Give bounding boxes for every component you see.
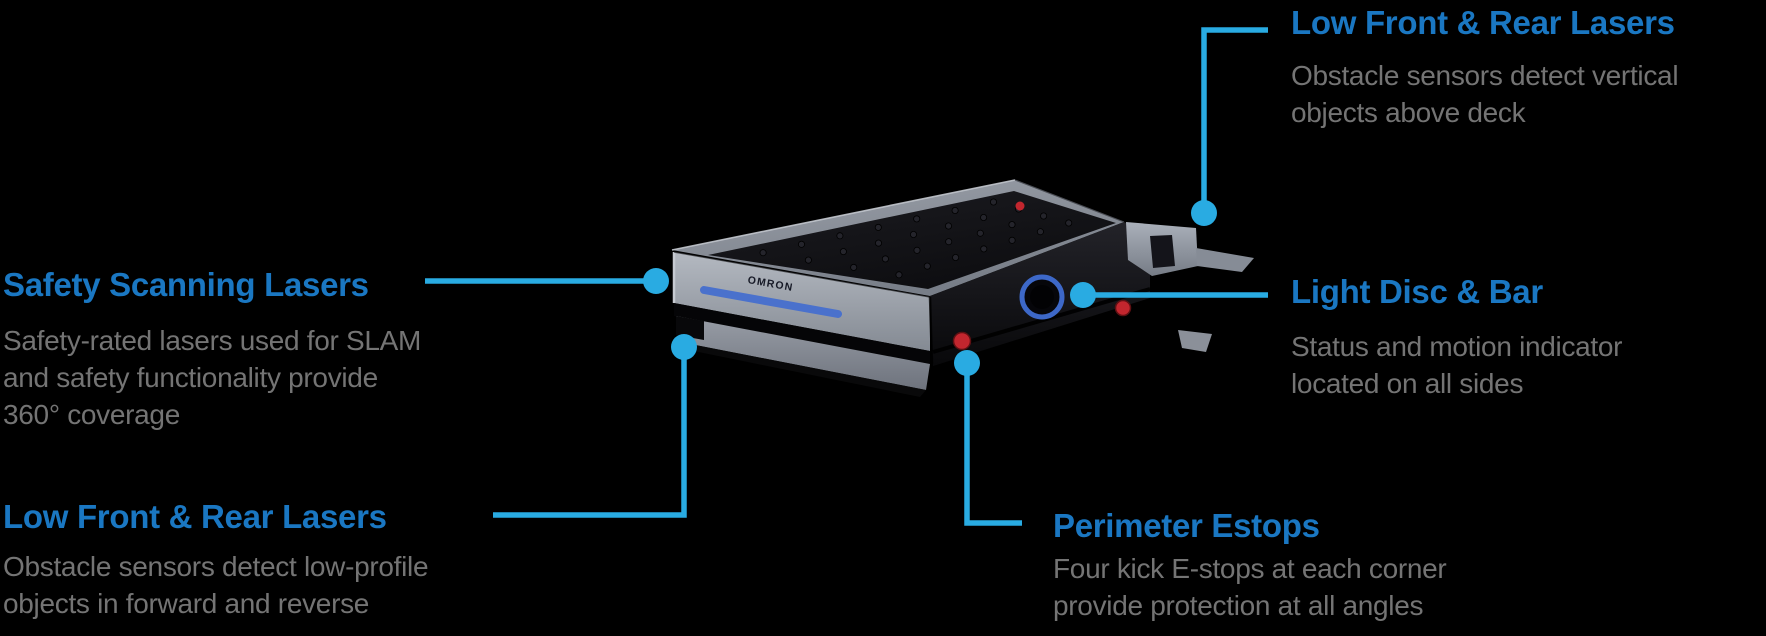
robot-front-panel [674, 252, 930, 351]
connector-low-front-rear-left-line [493, 347, 687, 518]
callout-description: Four kick E-stops at each corner provide… [1053, 552, 1447, 621]
rear-laser-slot [1150, 235, 1175, 268]
light-disc-center [1030, 285, 1054, 309]
connector-low-front-rear-right-dot [1191, 200, 1217, 226]
robot-skirt [676, 316, 930, 390]
connector-perimeter-estops-dot [954, 350, 980, 376]
deck-rear-edge [1014, 179, 1125, 223]
skirt-bottom-shadow [680, 342, 926, 397]
connector-low-front-rear-left-dot [671, 334, 697, 360]
connector-low-front-rear-right-line [1201, 27, 1268, 213]
callout-low-front-rear-lasers-left: Low Front & Rear Lasers Obstacle sensors… [3, 497, 473, 622]
callout-description: Obstacle sensors detect vertical objects… [1291, 59, 1679, 128]
kick-estop-side [1114, 299, 1132, 317]
connector-safety-scanning-dot [643, 268, 669, 294]
robot-render: OMRON [671, 179, 1254, 397]
callout-low-front-rear-lasers-right: Low Front & Rear Lasers Obstacle sensors… [1291, 3, 1763, 131]
callout-title: Low Front & Rear Lasers [1291, 4, 1675, 41]
connector-light-disc-dot [1070, 282, 1096, 308]
callout-title: Safety Scanning Lasers [3, 266, 369, 303]
callout-perimeter-estops: Perimeter Estops Four kick E-stops at ea… [1053, 506, 1553, 624]
kick-estop-rear [1015, 201, 1025, 211]
callout-connectors [425, 27, 1268, 526]
safety-laser-gap [674, 303, 930, 364]
front-light-bar [700, 286, 842, 318]
low-laser-notch [676, 316, 704, 340]
rear-fin [1196, 248, 1254, 272]
callout-light-disc-bar: Light Disc & Bar Status and motion indic… [1291, 272, 1763, 402]
deck-left-edge-highlight [671, 179, 1016, 251]
front-corner-seam [928, 296, 934, 365]
deck-hole-pattern [759, 198, 1073, 279]
callout-title: Low Front & Rear Lasers [3, 498, 387, 535]
callout-title: Light Disc & Bar [1291, 273, 1543, 310]
robot-top-deck [708, 191, 1116, 289]
kick-estop-front [952, 331, 972, 351]
callout-description: Status and motion indicator located on a… [1291, 330, 1623, 399]
front-panel-top-seam [673, 251, 931, 298]
callout-description: Safety-rated lasers used for SLAM and sa… [3, 324, 422, 430]
callout-safety-scanning-lasers: Safety Scanning Lasers Safety-rated lase… [3, 265, 463, 433]
connector-perimeter-estops-line [964, 363, 1022, 526]
rear-foot [1178, 330, 1212, 352]
callout-description: Obstacle sensors detect low-profile obje… [3, 550, 429, 619]
callout-title: Perimeter Estops [1053, 507, 1320, 544]
